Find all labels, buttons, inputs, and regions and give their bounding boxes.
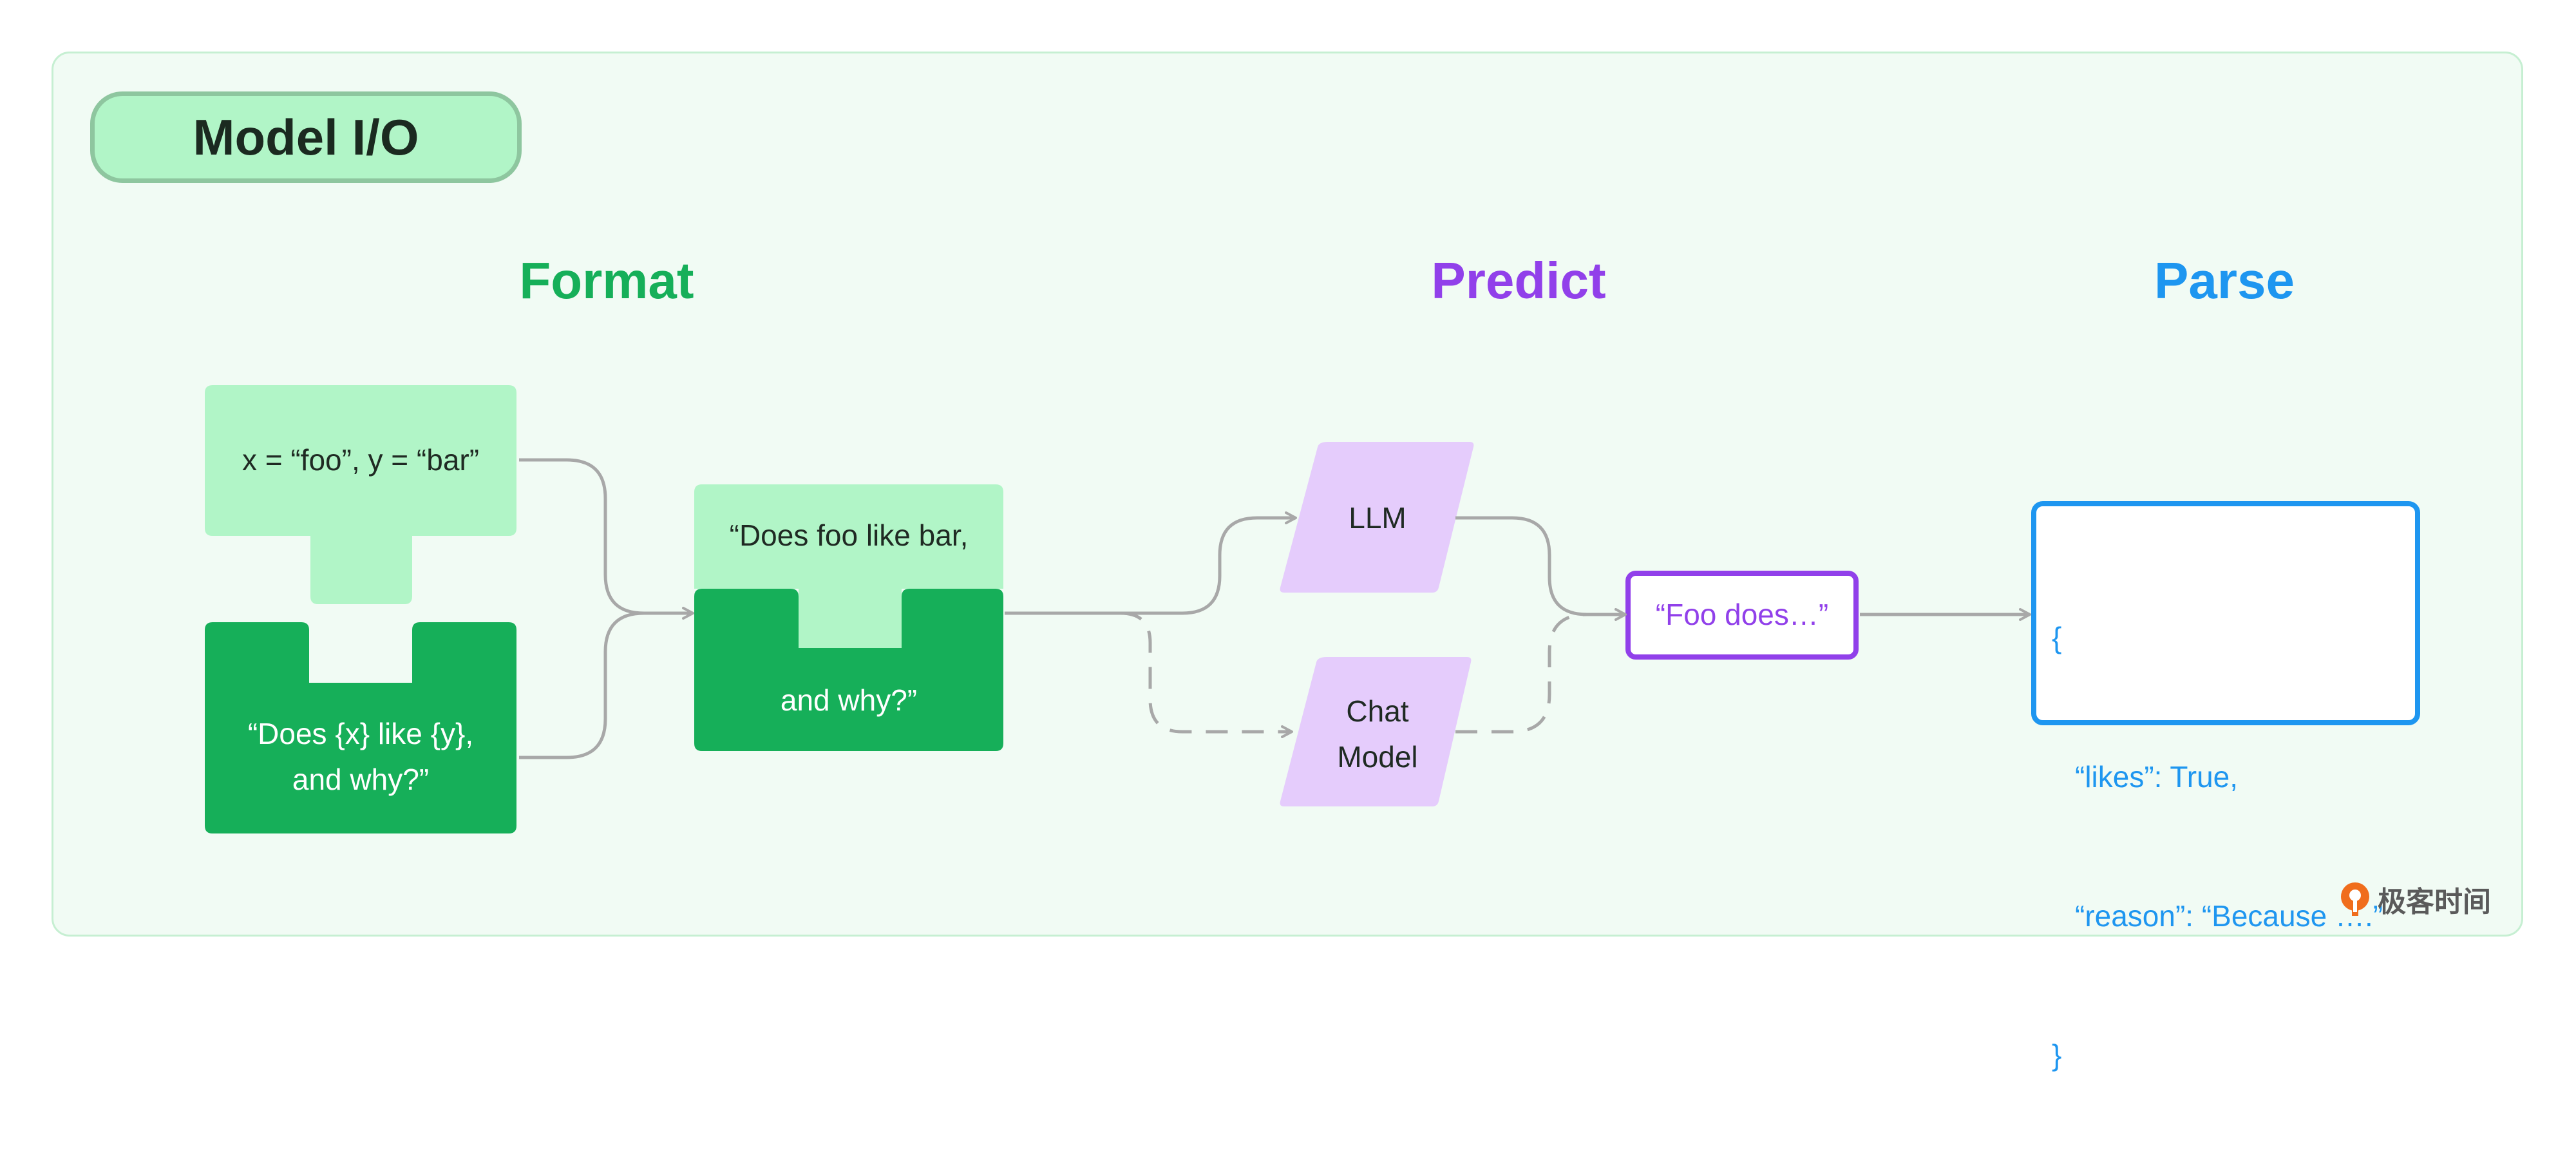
connector-variables-to-prompt: [519, 458, 694, 620]
json-reason-line: “reason”: “Because ….”: [2075, 899, 2383, 933]
connector-prompt-to-llm: [1005, 511, 1297, 615]
prompt-bottom-piece: [694, 589, 1003, 751]
json-open-brace: {: [2052, 621, 2062, 654]
chat-model-label-line1: Chat: [1346, 694, 1409, 728]
output-label: “Foo does…”: [1655, 598, 1829, 632]
geektime-logo-icon: [2341, 882, 2369, 916]
connector-template-to-prompt: [519, 611, 693, 759]
output-box: [1625, 571, 1859, 660]
section-format-title: Format: [519, 252, 694, 309]
connector-prompt-to-chat-model: [1120, 611, 1293, 738]
chat-model-node: [1280, 657, 1472, 806]
template-label: “Does {x} like {y}, and why?”: [205, 702, 516, 812]
template-label-line1: “Does {x} like {y},: [247, 716, 474, 750]
variables-label: x = “foo”, y = “bar”: [242, 443, 480, 477]
section-parse-title: Parse: [2154, 252, 2295, 309]
parsed-output-text: { “likes”: True, “reason”: “Because ….” …: [2052, 522, 2383, 1171]
prompt-label-line2: and why?”: [780, 683, 918, 718]
prompt-label-line1: “Does foo like bar,: [729, 519, 969, 553]
section-predict-title: Predict: [1431, 252, 1606, 309]
json-close-brace: }: [2052, 1038, 2062, 1072]
chat-model-label-line2: Model: [1337, 740, 1418, 774]
llm-node: [1280, 442, 1474, 593]
geektime-logo: 极客时间: [2338, 879, 2491, 920]
diagram-title: Model I/O: [90, 91, 522, 183]
template-label-line2: and why?”: [292, 763, 430, 796]
geektime-logo-text: 极客时间: [2378, 886, 2491, 918]
chat-model-label: Chat Model: [1284, 683, 1471, 786]
connector-chat-model-to-output: [1455, 613, 1587, 734]
parsed-output-box: [2031, 501, 2420, 725]
diagram-canvas: Model I/O Format Predict Parse: [52, 52, 2523, 1072]
prompt-top-piece: [694, 484, 1003, 648]
variables-piece: [205, 385, 516, 604]
connector-llm-to-output: [1455, 516, 1627, 621]
json-likes-line: “likes”: True,: [2075, 760, 2239, 794]
template-piece: [205, 622, 516, 833]
diagram-shapes: [205, 385, 2420, 833]
llm-label: LLM: [1349, 501, 1406, 535]
